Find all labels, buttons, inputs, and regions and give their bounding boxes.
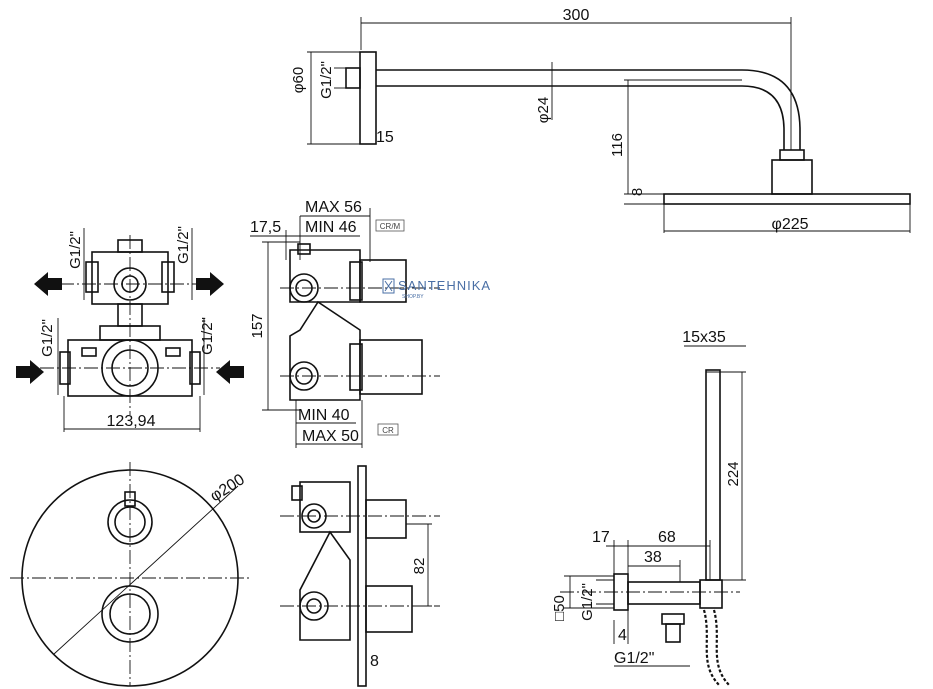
cover-plate-front: φ200: [10, 462, 250, 687]
watermark: SANTEHNIKA SHOP.BY: [382, 278, 491, 300]
dim-head-diameter: φ225: [771, 216, 808, 233]
dim-g-mid-left: G1/2": [39, 319, 56, 357]
dim-max-56: MAX 56: [305, 199, 362, 216]
dim-outlet-4: 4: [618, 627, 627, 644]
svg-text:C: C: [233, 357, 239, 366]
dim-body-width: 123,94: [107, 413, 156, 430]
dim-handle-spacing: 82: [411, 558, 428, 575]
valve-body-side: MAX 56 MIN 46 CR/M 17,5 157 MIN 40: [249, 199, 440, 448]
dim-arm-thread: G1/2": [318, 61, 335, 99]
valve-side-assembled: 82 8: [280, 465, 440, 687]
dim-hose-thread: G1/2": [614, 650, 654, 667]
arrow-outlet-2: 2: [196, 271, 224, 296]
dim-head-thickness: 8: [629, 188, 646, 196]
svg-text:CR/M: CR/M: [380, 222, 401, 231]
dim-g-top-right: G1/2": [175, 226, 192, 264]
dim-plate-diameter: φ200: [207, 471, 248, 505]
dim-handshower-length: 224: [725, 461, 742, 486]
watermark-logo-icon: [382, 278, 395, 294]
dim-flange-diameter: φ60: [290, 67, 307, 93]
dim-outlet-thread: G1/2": [579, 583, 596, 621]
box-crm: [375, 219, 405, 232]
handshower-view: 15x35 224 17 68 38 □50 G1/2" 4 G1: [551, 329, 746, 687]
dim-arm-tube: φ24: [535, 97, 552, 123]
dim-min-40: MIN 40: [298, 407, 350, 424]
shower-arm-view: 300 φ60 G1/2" 15 φ24 φ225 116 8: [290, 7, 911, 233]
valve-body-front: G1/2" G1/2" G1/2" G1/2" 123,94 3 2 H C: [16, 226, 244, 432]
watermark-brand: SANTEHNIKA: [398, 278, 491, 293]
dim-outlet-17: 17: [592, 529, 610, 546]
dim-outlet-68: 68: [658, 529, 676, 546]
dim-side-offset: 17,5: [250, 219, 281, 236]
dim-drop-height: 116: [609, 133, 626, 157]
dim-min-46: MIN 46: [305, 219, 357, 236]
svg-text:CR: CR: [382, 426, 394, 435]
dim-side-height: 157: [249, 313, 266, 338]
dim-g-top-left: G1/2": [67, 231, 84, 269]
arrow-inlet-cold: C: [216, 357, 244, 384]
dim-outlet-square: □50: [551, 595, 568, 621]
dim-flange-depth: 15: [376, 129, 394, 146]
arrow-inlet-hot: H: [16, 357, 44, 384]
dim-g-mid-right: G1/2": [199, 317, 216, 355]
dim-max-50: MAX 50: [302, 428, 359, 445]
box-cr: [377, 423, 399, 436]
svg-text:2: 2: [202, 271, 207, 280]
dim-outlet-38: 38: [644, 549, 662, 566]
svg-text:H: H: [21, 357, 27, 366]
watermark-sub: SHOP.BY: [402, 294, 424, 300]
dim-plate-depth: 8: [370, 653, 379, 670]
dim-arm-length: 300: [563, 7, 590, 24]
svg-text:3: 3: [52, 271, 57, 280]
dim-handshower-section: 15x35: [682, 329, 726, 346]
arrow-outlet-3: 3: [34, 271, 62, 296]
